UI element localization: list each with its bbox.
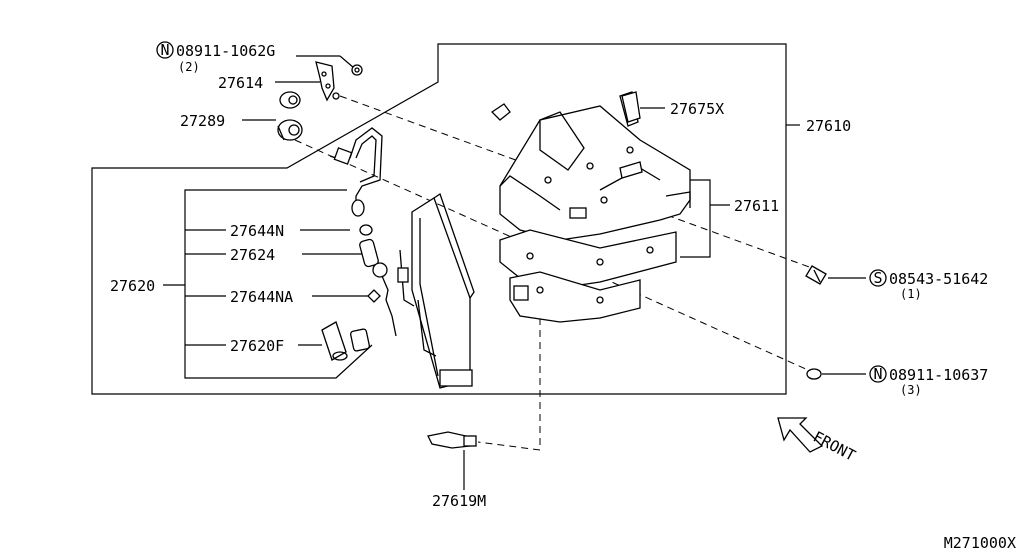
grommet-27289-part — [277, 91, 303, 141]
callout-nut-right-number: 08911-10637 — [889, 366, 988, 384]
callout-bolt-top: N 08911-1062G (2) — [156, 41, 275, 74]
callout-bolt-top-number: 08911-1062G — [176, 42, 275, 60]
sensor-27675x-part — [621, 91, 641, 123]
label-27624: 27624 — [230, 246, 275, 264]
front-label: FRONT — [810, 428, 858, 465]
label-27614: 27614 — [218, 74, 263, 92]
label-27644na: 27644NA — [230, 288, 293, 306]
callout-nut-right: N 08911-10637 (3) — [869, 365, 988, 397]
bracket-27620 — [184, 189, 373, 379]
sensor-27619m-part — [427, 431, 477, 449]
label-27610: 27610 — [806, 117, 851, 135]
callout-bolt-top-qty: (2) — [178, 60, 200, 74]
screw-right-part — [805, 265, 827, 285]
diagram-code: M271000X — [944, 534, 1016, 552]
callout-screw-right-number: 08543-51642 — [889, 270, 988, 288]
label-27644n: 27644N — [230, 222, 284, 240]
evaporator-housing-part — [490, 91, 691, 323]
assembly-frame — [91, 43, 787, 395]
cover-27620f-part — [321, 321, 370, 361]
callout-screw-right-qty: (1) — [900, 287, 922, 301]
label-27611: 27611 — [734, 197, 779, 215]
label-27289: 27289 — [180, 112, 225, 130]
callout-screw-right: S 08543-51642 (1) — [869, 269, 988, 301]
oring-27644n-part — [359, 224, 373, 236]
nut-right-part — [806, 368, 822, 380]
callout-screw-right-prefix: S — [873, 269, 882, 287]
callout-bolt-top-prefix: N — [160, 41, 169, 59]
front-arrow-icon — [777, 417, 824, 453]
callout-nut-right-prefix: N — [873, 365, 882, 383]
callout-nut-right-qty: (3) — [900, 383, 922, 397]
label-27620: 27620 — [110, 277, 155, 295]
ring-27644na-part — [367, 289, 381, 303]
label-27620f: 27620F — [230, 337, 284, 355]
label-27675x: 27675X — [670, 100, 724, 118]
bolt-top-part — [351, 64, 363, 76]
evaporator-core-part — [397, 192, 475, 389]
tube-assembly-part — [329, 127, 383, 217]
sensor-27624-part — [359, 238, 397, 337]
bracket-27614-part — [315, 61, 340, 102]
label-27619m: 27619M — [432, 492, 486, 510]
